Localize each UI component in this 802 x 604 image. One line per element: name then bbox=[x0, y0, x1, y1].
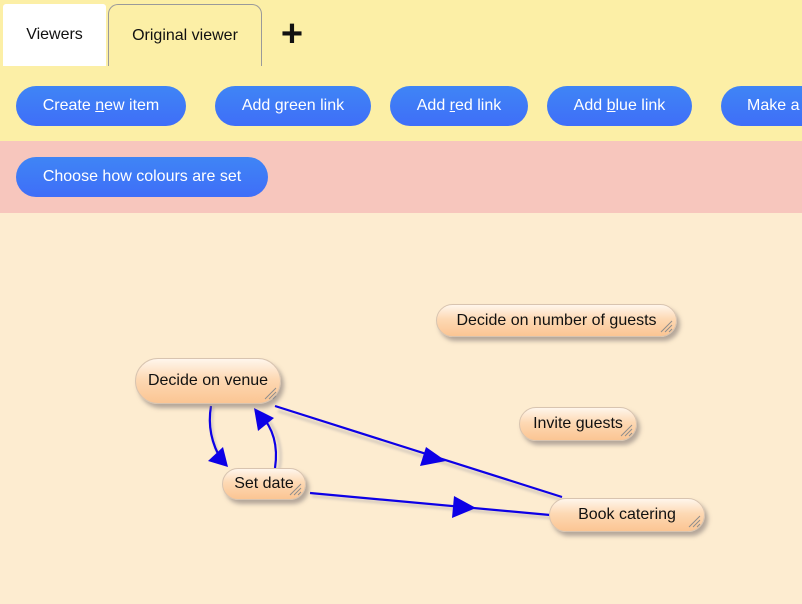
node-decide-on-venue-label: Decide on venue bbox=[147, 372, 269, 389]
plus-icon: + bbox=[280, 13, 304, 55]
toolbar: Create new item Add green link Add red l… bbox=[0, 66, 802, 141]
link-set-date-to-venue[interactable] bbox=[254, 408, 278, 469]
resize-handle-icon bbox=[688, 515, 701, 528]
blue-link-button-text-end: lue link bbox=[615, 97, 666, 114]
node-set-date[interactable]: Set date bbox=[222, 468, 306, 500]
diagram-canvas[interactable]: Decide on venue Decide on number of gues… bbox=[0, 213, 802, 604]
blue-link-button-text: Add bbox=[573, 97, 607, 114]
add-tab-button[interactable]: + bbox=[276, 14, 308, 54]
link-venue-to-catering[interactable] bbox=[274, 404, 563, 499]
link-set-date-to-catering[interactable] bbox=[309, 491, 551, 518]
make-a-button[interactable]: Make a bbox=[721, 86, 802, 126]
node-book-catering[interactable]: Book catering bbox=[549, 498, 705, 532]
colour-settings-bar: Choose how colours are set bbox=[0, 141, 802, 213]
node-invite-guests-label: Invite guests bbox=[533, 415, 623, 432]
tab-viewers[interactable]: Viewers bbox=[3, 4, 106, 66]
node-decide-on-number-of-guests[interactable]: Decide on number of guests bbox=[436, 304, 677, 337]
green-link-button-text: Add green link bbox=[241, 97, 345, 114]
node-decide-on-venue[interactable]: Decide on venue bbox=[135, 358, 281, 404]
tab-original-viewer[interactable]: Original viewer bbox=[108, 4, 262, 66]
create-new-item-button[interactable]: Create new item bbox=[16, 86, 186, 126]
node-decide-on-number-of-guests-label: Decide on number of guests bbox=[456, 312, 657, 329]
red-link-button-accesskey: r bbox=[449, 97, 455, 114]
links-layer bbox=[208, 404, 566, 520]
blue-link-button-accesskey: b bbox=[606, 97, 616, 114]
red-link-button-text: Add bbox=[416, 97, 450, 114]
node-book-catering-label: Book catering bbox=[578, 506, 676, 523]
create-button-text-end: ew item bbox=[104, 97, 160, 114]
add-blue-link-button[interactable]: Add blue link bbox=[547, 86, 692, 126]
node-set-date-label: Set date bbox=[234, 475, 294, 492]
add-green-link-button[interactable]: Add green link bbox=[215, 86, 371, 126]
create-button-accesskey: n bbox=[95, 97, 105, 114]
add-red-link-button[interactable]: Add red link bbox=[390, 86, 528, 126]
choose-colours-button-text: Choose how colours are set bbox=[42, 168, 242, 185]
red-link-button-text-end: ed link bbox=[455, 97, 502, 114]
resize-handle-icon bbox=[660, 320, 673, 333]
link-venue-to-set-date[interactable] bbox=[208, 405, 228, 467]
tab-viewers-label: Viewers bbox=[26, 26, 83, 43]
create-button-text: Create bbox=[42, 97, 96, 114]
tab-original-viewer-label: Original viewer bbox=[132, 26, 238, 44]
tab-bar: Viewers Original viewer + bbox=[0, 0, 802, 66]
choose-colours-button[interactable]: Choose how colours are set bbox=[16, 157, 268, 197]
node-invite-guests[interactable]: Invite guests bbox=[519, 407, 637, 441]
make-a-button-text: Make a bbox=[747, 97, 800, 114]
